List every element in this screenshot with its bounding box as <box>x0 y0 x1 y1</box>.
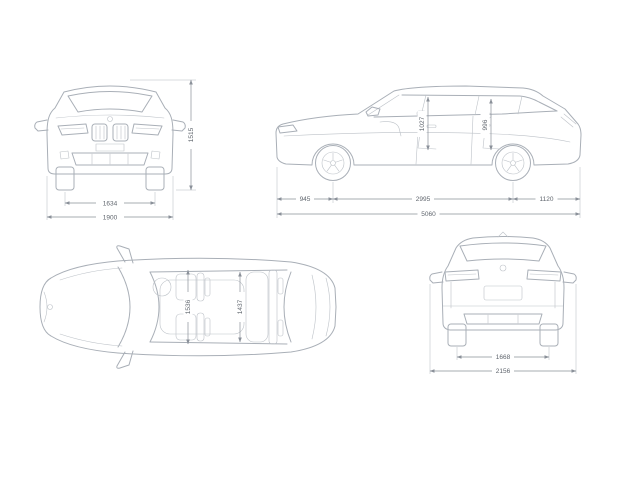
top-body-outline <box>39 257 337 357</box>
front-kidney-grille <box>91 123 129 142</box>
front-lower-intake <box>71 152 149 166</box>
rear-taillights <box>444 269 562 282</box>
front-headlights <box>57 123 163 136</box>
side-mirror <box>365 106 381 117</box>
top-front-seats <box>152 272 211 342</box>
side-dim-front-headroom: 1027 <box>417 96 430 151</box>
top-view: 1536 1437 <box>39 245 337 369</box>
front-dim-height: 1515 <box>130 79 196 191</box>
front-left-mirror <box>34 119 49 132</box>
front-windshield <box>67 91 153 113</box>
rear-diffuser <box>463 313 543 325</box>
rear-left-mirror <box>429 271 444 284</box>
side-dim-rear-overhang: 1120 <box>512 167 581 218</box>
rear-view: 1668 2156 <box>429 231 577 375</box>
top-rear-interior-width-value: 1437 <box>237 299 244 314</box>
front-track-width-value: 1634 <box>103 200 118 207</box>
front-height-value: 1515 <box>188 127 195 142</box>
side-dim-rear-headroom: 996 <box>480 98 493 151</box>
side-front-headroom-value: 1027 <box>419 116 426 131</box>
side-rear-headroom-value: 996 <box>482 119 489 130</box>
top-front-interior-width-value: 1536 <box>185 299 192 314</box>
front-car-drawing <box>34 85 186 191</box>
front-right-mirror <box>171 119 186 132</box>
side-car-drawing <box>275 85 582 181</box>
side-dim-front-overhang: 945 <box>276 167 334 218</box>
side-overall-length-value: 5060 <box>421 211 436 218</box>
side-dim-overall-length: 5060 <box>276 210 581 218</box>
side-view: 1027 996 945 2995 1120 <box>275 85 582 218</box>
front-body-width-value: 1900 <box>103 214 118 221</box>
side-doors <box>415 115 491 165</box>
rear-badge <box>499 264 507 272</box>
top-sunroof <box>159 279 245 335</box>
rear-left-wheel <box>447 323 467 347</box>
top-rear-bench <box>245 269 284 345</box>
front-badge <box>107 116 113 122</box>
rear-right-mirror <box>562 271 577 284</box>
side-lower-outline <box>276 143 581 166</box>
side-rear-wheel <box>495 145 531 181</box>
side-front-overhang-value: 945 <box>300 196 311 203</box>
top-right-mirror <box>116 350 134 369</box>
front-view: 1634 1900 1515 <box>34 79 196 221</box>
rear-antenna-fin <box>497 231 509 238</box>
rear-body-outline <box>441 236 565 331</box>
front-dim-track-width: 1634 <box>64 192 156 207</box>
rear-car-drawing <box>429 231 577 347</box>
side-headlight <box>277 124 298 134</box>
top-hood-lines <box>43 267 123 347</box>
side-rear-overhang-value: 1120 <box>540 196 554 203</box>
top-glass-lines <box>117 266 331 348</box>
front-right-wheel <box>145 166 165 191</box>
front-left-scoop <box>59 150 70 160</box>
front-right-scoop <box>150 150 161 160</box>
rear-track-width-value: 1668 <box>496 354 511 361</box>
side-dim-wheelbase: 2995 <box>332 182 514 203</box>
side-greenhouse <box>367 94 558 118</box>
rear-dim-width-incl-mirrors: 2156 <box>429 284 577 375</box>
front-dim-body-width: 1900 <box>46 176 174 221</box>
side-taillight <box>560 113 577 128</box>
rear-tailgate <box>442 281 564 309</box>
front-body-outline <box>46 85 174 175</box>
top-dim-rear-interior-width: 1437 <box>235 271 245 343</box>
side-upper-outline <box>275 85 582 158</box>
side-wheelbase-value: 2995 <box>416 196 431 203</box>
front-hood-line <box>55 114 165 119</box>
rear-window <box>459 242 547 262</box>
rear-width-incl-mirrors-value: 2156 <box>496 368 511 375</box>
top-car-drawing <box>39 245 337 369</box>
rear-dim-track-width: 1668 <box>456 347 550 361</box>
front-left-wheel <box>55 166 75 191</box>
rear-right-wheel <box>539 323 559 347</box>
top-dim-front-interior-width: 1536 <box>183 269 193 345</box>
side-character-line <box>283 132 571 143</box>
side-front-wheel <box>315 145 351 181</box>
front-license-plate <box>95 143 125 152</box>
top-left-mirror <box>116 245 134 264</box>
